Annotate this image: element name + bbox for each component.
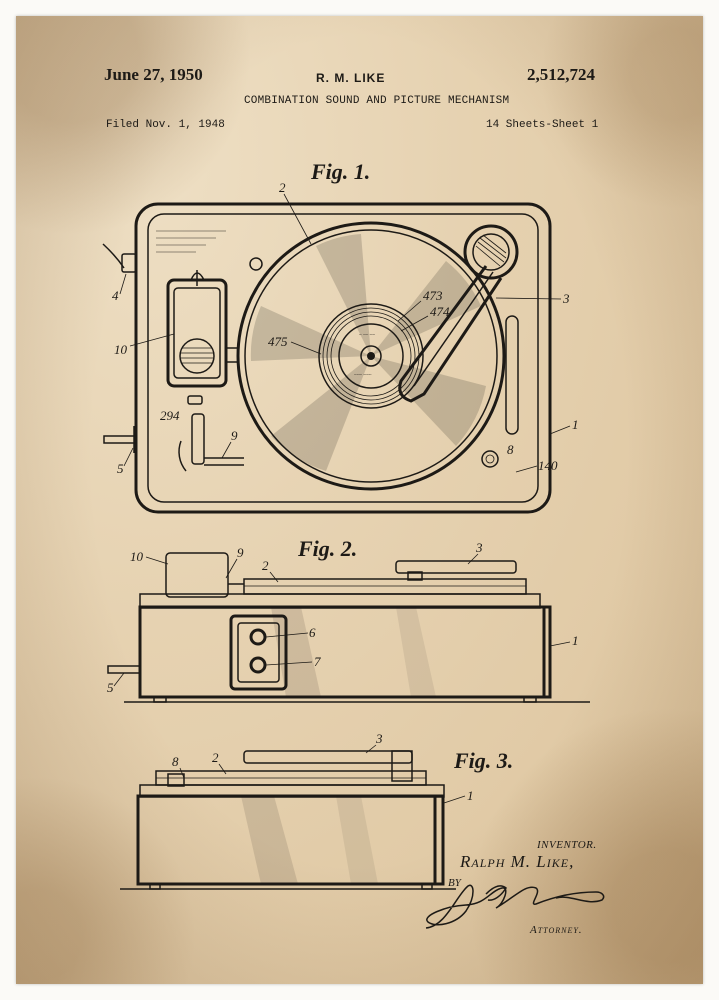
- patent-sheet: June 27, 1950 R. M. LIKE 2,512,724 COMBI…: [16, 16, 703, 984]
- fig1-label-5: 5: [117, 461, 124, 476]
- patent-title: COMBINATION SOUND AND PICTURE MECHANISM: [244, 95, 510, 107]
- fig2-label-9: 9: [237, 545, 244, 560]
- fig2-label-6: 6: [309, 625, 316, 640]
- fig2-label-10: 10: [130, 549, 144, 564]
- fig3-label-8: 8: [172, 754, 179, 769]
- fig2-label-3: 3: [475, 540, 483, 555]
- fig2-label-2: 2: [262, 558, 269, 573]
- svg-text:~~~ ~~~: ~~~ ~~~: [354, 373, 372, 378]
- fig2-label-1: 1: [572, 633, 579, 648]
- fig2-front-view: 10 9 2 3 6 7 1 5: [107, 540, 590, 703]
- fig1-label-294: 294: [160, 408, 180, 423]
- svg-text:~ ~~ ~~: ~ ~~ ~~: [359, 333, 375, 338]
- patent-drawing: Fig. 1. ~ ~~ ~~: [102, 159, 605, 929]
- fig1-top-view: ~ ~~ ~~ ~~~ ~~~: [102, 180, 579, 514]
- fig3-title: Fig. 3.: [453, 748, 513, 773]
- fig1-label-4: 4: [112, 288, 119, 303]
- fig2-title: Fig. 2.: [297, 536, 357, 561]
- sheet-count: 14 Sheets-Sheet 1: [486, 119, 599, 131]
- fig1-label-3: 3: [562, 291, 570, 306]
- fig1-label-140: 140: [538, 458, 558, 473]
- fig3-label-1: 1: [467, 788, 474, 803]
- fig2-label-7: 7: [314, 654, 321, 669]
- fig1-label-8: 8: [507, 442, 514, 457]
- inventor-label: INVENTOR.: [537, 839, 597, 851]
- fig1-label-1: 1: [572, 417, 579, 432]
- inventor-short-name: R. M. LIKE: [316, 71, 386, 85]
- inventor-full-name: Ralph M. Like,: [460, 852, 575, 871]
- attorney-label: Attorney.: [530, 924, 583, 936]
- by-label: BY: [448, 877, 461, 889]
- fig1-label-2: 2: [279, 180, 286, 195]
- fig1-label-474: 474: [430, 304, 450, 319]
- filed-date: Filed Nov. 1, 1948: [106, 119, 225, 131]
- fig1-label-9: 9: [231, 428, 238, 443]
- fig1-label-475: 475: [268, 334, 288, 349]
- fig3-side-view: 8 2 3 1: [120, 731, 474, 890]
- patent-date: June 27, 1950: [104, 65, 203, 84]
- patent-number: 2,512,724: [527, 65, 595, 84]
- attorney-signature: [425, 884, 605, 929]
- fig1-label-10: 10: [114, 342, 128, 357]
- fig1-title: Fig. 1.: [310, 159, 370, 184]
- fig1-label-473: 473: [423, 288, 443, 303]
- fig2-label-5: 5: [107, 680, 114, 695]
- fig3-label-2: 2: [212, 750, 219, 765]
- fig3-label-3: 3: [375, 731, 383, 746]
